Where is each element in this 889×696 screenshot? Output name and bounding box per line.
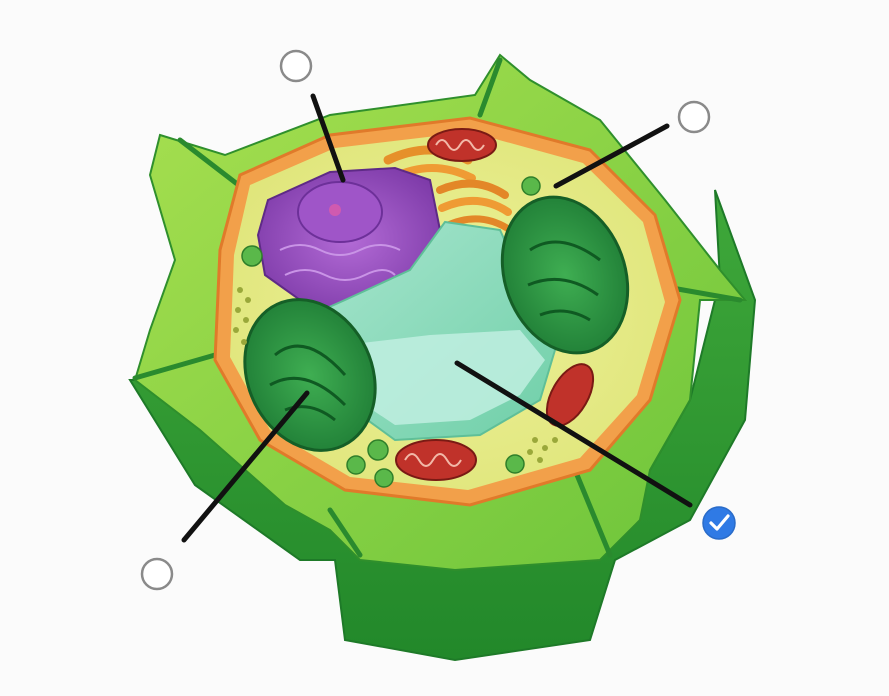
mitochondrion-top (428, 129, 496, 161)
mitochondrion-bottom (396, 440, 476, 480)
label-radio-vacuole-selected[interactable] (703, 507, 735, 539)
label-radio-cytoplasm[interactable] (679, 102, 709, 132)
label-radio-nucleus[interactable] (281, 51, 311, 81)
label-radio-chloroplast[interactable] (142, 559, 172, 589)
nucleolus-core (329, 204, 341, 216)
